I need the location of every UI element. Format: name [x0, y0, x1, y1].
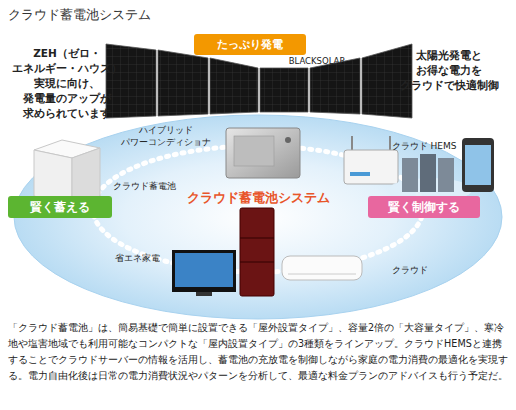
air-conditioner — [282, 256, 362, 280]
node-text: クラウド蓄電池システム — [187, 190, 330, 207]
brand-label: BLACKSOLAR — [272, 56, 362, 67]
part-label: クラウド HEMS — [384, 140, 464, 152]
node-text: たっぷり発電 — [217, 37, 283, 52]
node-text: 賢く蓄える — [30, 200, 90, 215]
refrigerator — [240, 208, 274, 296]
note-text: ZEH（ゼロ・ エネルギー・ハウス） 実現に向け、 発電量のアップが 求められて… — [6, 46, 128, 121]
power-conditioner — [226, 128, 300, 178]
television — [172, 250, 236, 296]
part-label: 省エネ家電 — [104, 252, 170, 264]
title-text: クラウド蓄電池システム — [8, 6, 151, 23]
part-label: クラウド — [384, 264, 436, 276]
highlight-box: たっぷり発電 — [194, 34, 306, 55]
caption-text: 「クラウド蓄電池」は、簡易基礎で簡単に設置できる「屋外設置タイプ」、容量2倍の「… — [8, 320, 508, 384]
feature-box: 賢く制御する — [368, 196, 480, 218]
node-text: 賢く制御する — [388, 200, 460, 215]
note-text: 太陽光発電と お得な電力を クラウドで快適制御 — [384, 48, 514, 93]
solar-panels — [106, 44, 412, 118]
feature-box: 賢く蓄える — [8, 196, 112, 218]
part-label: ハイブリッド パワーコンディショナ — [104, 124, 228, 148]
part-label: クラウド蓄電池 — [102, 180, 186, 192]
smartphone — [462, 138, 494, 192]
